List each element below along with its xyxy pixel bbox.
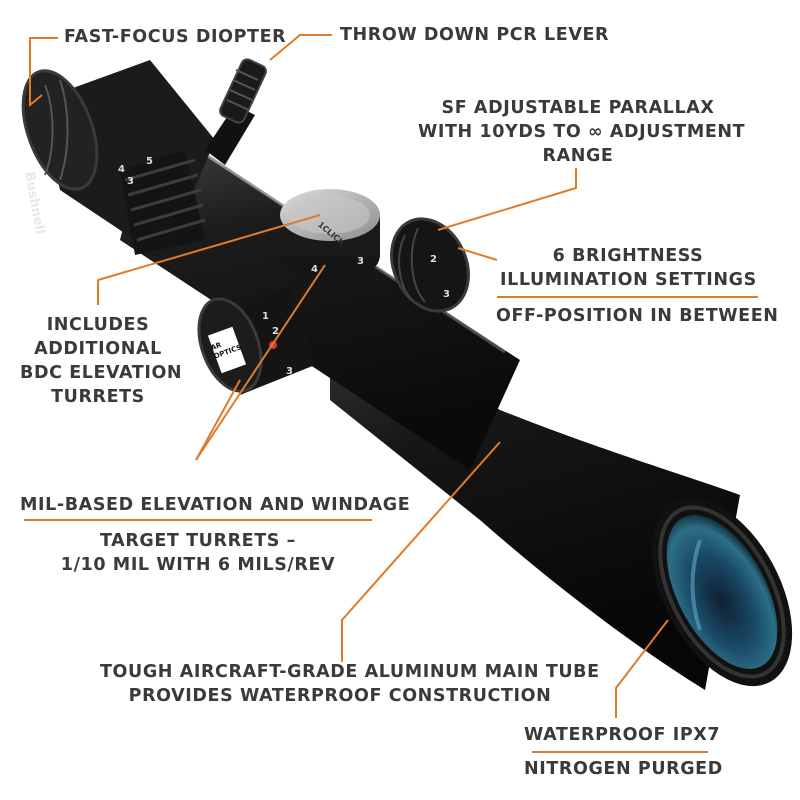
label-bdc-line-3: BDC ELEVATION xyxy=(20,363,183,383)
mag-number-5: 5 xyxy=(146,156,153,167)
elevation-number-2: 2 xyxy=(272,326,279,337)
leader-parallax xyxy=(437,168,577,231)
illum-number-3: 3 xyxy=(443,289,450,300)
label-illumination-line-1: 6 BRIGHTNESS xyxy=(552,246,704,266)
label-nitrogen: NITROGEN PURGED xyxy=(524,759,723,779)
label-bdc: INCLUDES ADDITIONAL BDC ELEVATION TURRET… xyxy=(20,313,183,409)
label-turrets: MIL-BASED ELEVATION AND WINDAGE xyxy=(20,495,411,515)
label-illumination: 6 BRIGHTNESS ILLUMINATION SETTINGS xyxy=(500,244,756,292)
leader-illumination xyxy=(457,247,498,261)
label-parallax: SF ADJUSTABLE PARALLAX WITH 10YDS TO ∞ A… xyxy=(418,96,746,168)
leader-turrets-b xyxy=(195,264,326,461)
leader-waterproof xyxy=(615,619,669,718)
label-waterproof: WATERPROOF IPX7 xyxy=(524,725,721,745)
label-main-tube-line-2: PROVIDES WATERPROOF CONSTRUCTION xyxy=(128,686,552,706)
mag-number-3: 3 xyxy=(127,176,134,187)
label-diopter: FAST-FOCUS DIOPTER xyxy=(64,27,287,47)
label-bdc-line-4: TURRETS xyxy=(51,387,145,407)
ar-optics-badge xyxy=(207,326,247,374)
diopter-ring xyxy=(21,69,99,191)
label-parallax-line-1: SF ADJUSTABLE PARALLAX xyxy=(441,98,715,118)
pcr-lever-grip xyxy=(219,58,267,124)
label-parallax-line-2: WITH 10YDS TO ∞ ADJUSTMENT xyxy=(418,122,746,142)
mag-number-4: 4 xyxy=(118,164,125,175)
leader-pcr xyxy=(269,34,332,61)
label-turrets-detail: TARGET TURRETS – 1/10 MIL WITH 6 MILS/RE… xyxy=(30,529,366,577)
leader-bdc xyxy=(97,214,321,305)
leader-main-tube xyxy=(341,441,501,662)
leader-turrets-a xyxy=(195,379,241,461)
elevation-number-3: 3 xyxy=(286,366,293,377)
label-turrets-line-1: TARGET TURRETS – xyxy=(100,531,296,551)
main-tube xyxy=(120,120,520,470)
label-turrets-line-2: 1/10 MIL WITH 6 MILS/REV xyxy=(60,555,336,575)
label-parallax-line-3: RANGE xyxy=(542,146,614,166)
label-pcr-lever: THROW DOWN PCR LEVER xyxy=(340,25,610,45)
label-illumination-off: OFF-POSITION IN BETWEEN xyxy=(496,306,779,326)
label-main-tube: TOUGH AIRCRAFT-GRADE ALUMINUM MAIN TUBE … xyxy=(100,660,600,708)
parallax-number-4: 4 xyxy=(311,264,318,275)
parallax-number-3: 3 xyxy=(357,256,364,267)
label-main-tube-line-1: TOUGH AIRCRAFT-GRADE ALUMINUM MAIN TUBE xyxy=(100,662,600,682)
label-bdc-line-2: ADDITIONAL xyxy=(34,339,162,359)
label-bdc-line-1: INCLUDES xyxy=(46,315,150,335)
elevation-number-1: 1 xyxy=(262,311,269,322)
label-illumination-line-2: ILLUMINATION SETTINGS xyxy=(500,270,757,290)
illum-number-2: 2 xyxy=(430,254,437,265)
leader-diopter xyxy=(29,37,58,108)
